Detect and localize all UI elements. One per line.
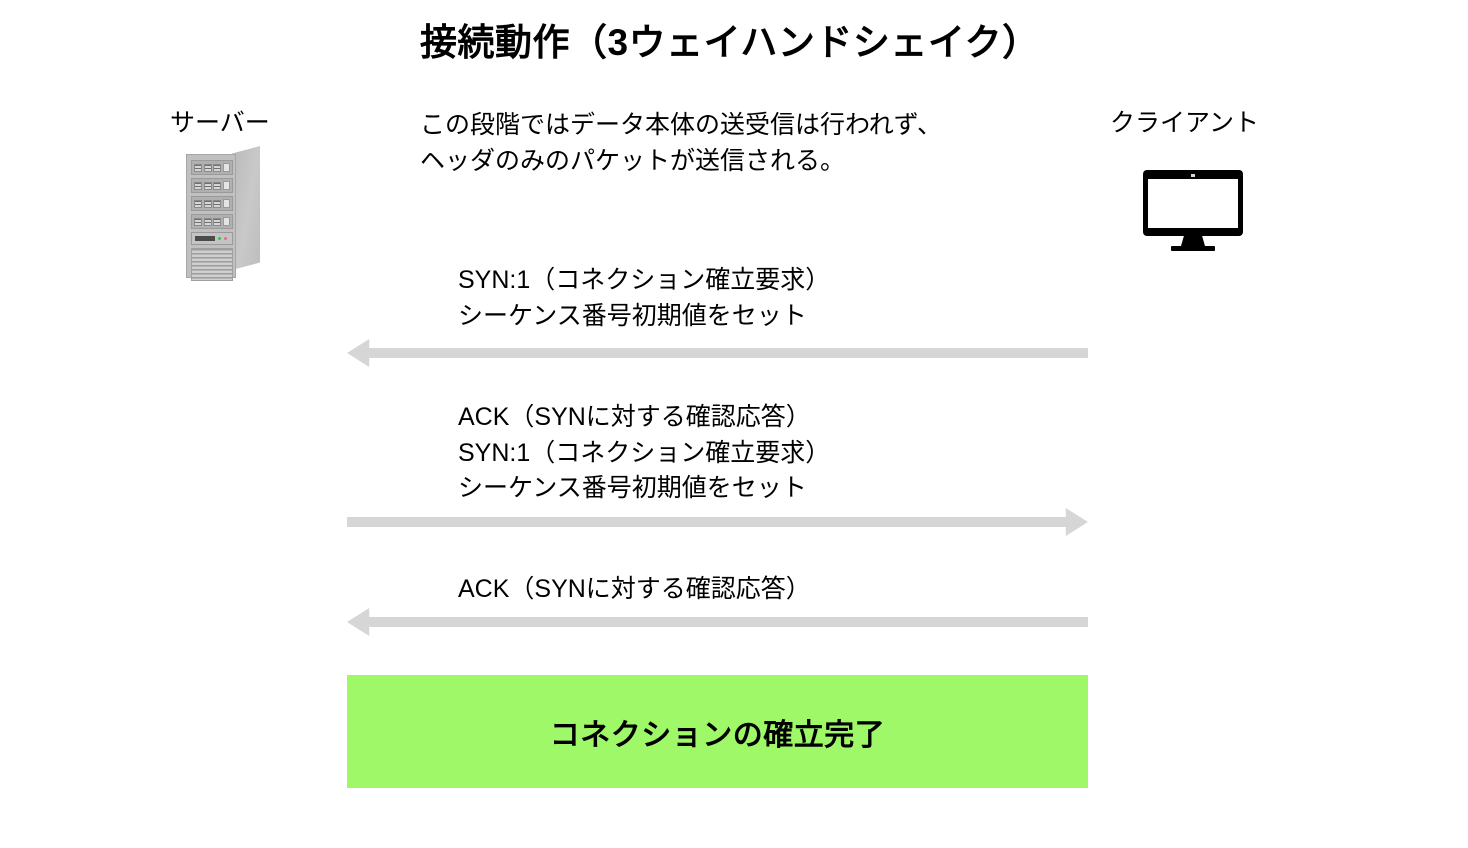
drive-slot bbox=[194, 217, 202, 226]
drive-led bbox=[223, 199, 230, 208]
server-drive-bay bbox=[191, 214, 233, 229]
drive-slot bbox=[194, 181, 202, 190]
description-line-2: ヘッダのみのパケットが送信される。 bbox=[420, 146, 846, 175]
client-label: クライアント bbox=[1110, 109, 1260, 137]
server-drive-bay bbox=[191, 178, 233, 193]
drive-slot bbox=[213, 217, 221, 226]
drive-slot bbox=[203, 217, 212, 226]
server-drive-bay bbox=[191, 196, 233, 211]
message-label-ack: ACK（SYNに対する確認応答） bbox=[458, 572, 811, 608]
server-side-panel bbox=[232, 146, 260, 270]
server-tower-icon bbox=[186, 146, 260, 281]
message-label-syn: SYN:1（コネクション確立要求） シーケンス番号初期値をセット bbox=[458, 263, 830, 334]
message-line: ACK（SYNに対する確認応答） bbox=[458, 403, 811, 431]
activity-led-icon bbox=[224, 237, 227, 240]
arrow-left-icon-ack bbox=[347, 608, 1088, 636]
monitor-stand-neck bbox=[1181, 236, 1205, 246]
drive-led bbox=[223, 217, 230, 226]
message-line: シーケンス番号初期値をセット bbox=[458, 474, 807, 502]
drive-led bbox=[223, 181, 230, 190]
server-vent-grille bbox=[191, 248, 233, 281]
monitor-screen bbox=[1148, 179, 1238, 228]
webcam-icon bbox=[1191, 173, 1195, 177]
drive-slot bbox=[203, 163, 212, 172]
page-title: 接続動作（3ウェイハンドシェイク） bbox=[420, 22, 1040, 63]
drive-slot bbox=[213, 181, 221, 190]
server-optical-drive bbox=[191, 232, 233, 245]
banner-text: コネクションの確立完了 bbox=[549, 718, 886, 752]
desktop-monitor-icon bbox=[1143, 170, 1243, 251]
message-label-syn-ack: ACK（SYNに対する確認応答） SYN:1（コネクション確立要求） シーケンス… bbox=[458, 400, 830, 507]
drive-slot bbox=[194, 163, 202, 172]
optical-tray bbox=[195, 236, 215, 241]
description-text: この段階ではデータ本体の送受信は行われず、 ヘッダのみのパケットが送信される。 bbox=[420, 108, 1060, 179]
arrow-right-icon-syn-ack bbox=[347, 508, 1088, 536]
drive-slot bbox=[213, 163, 221, 172]
drive-slot bbox=[203, 199, 212, 208]
message-line: シーケンス番号初期値をセット bbox=[458, 301, 807, 330]
monitor-stand-base bbox=[1171, 246, 1215, 251]
message-line: SYN:1（コネクション確立要求） bbox=[458, 266, 831, 294]
server-label: サーバー bbox=[170, 109, 270, 137]
description-line-1: この段階ではデータ本体の送受信は行われず、 bbox=[420, 111, 943, 139]
arrow-left-icon-syn bbox=[347, 339, 1088, 367]
monitor-bezel bbox=[1143, 170, 1243, 236]
drive-slot bbox=[203, 181, 212, 190]
drive-slot bbox=[194, 199, 202, 208]
server-drive-bay bbox=[191, 160, 233, 175]
drive-led bbox=[223, 163, 230, 172]
message-line: ACK（SYNに対する確認応答） bbox=[458, 575, 811, 603]
message-line: SYN:1（コネクション確立要求） bbox=[458, 438, 831, 467]
power-led-icon bbox=[218, 237, 221, 240]
drive-slot bbox=[213, 199, 221, 208]
connection-established-banner: コネクションの確立完了 bbox=[347, 675, 1088, 788]
server-front-panel bbox=[186, 154, 236, 281]
